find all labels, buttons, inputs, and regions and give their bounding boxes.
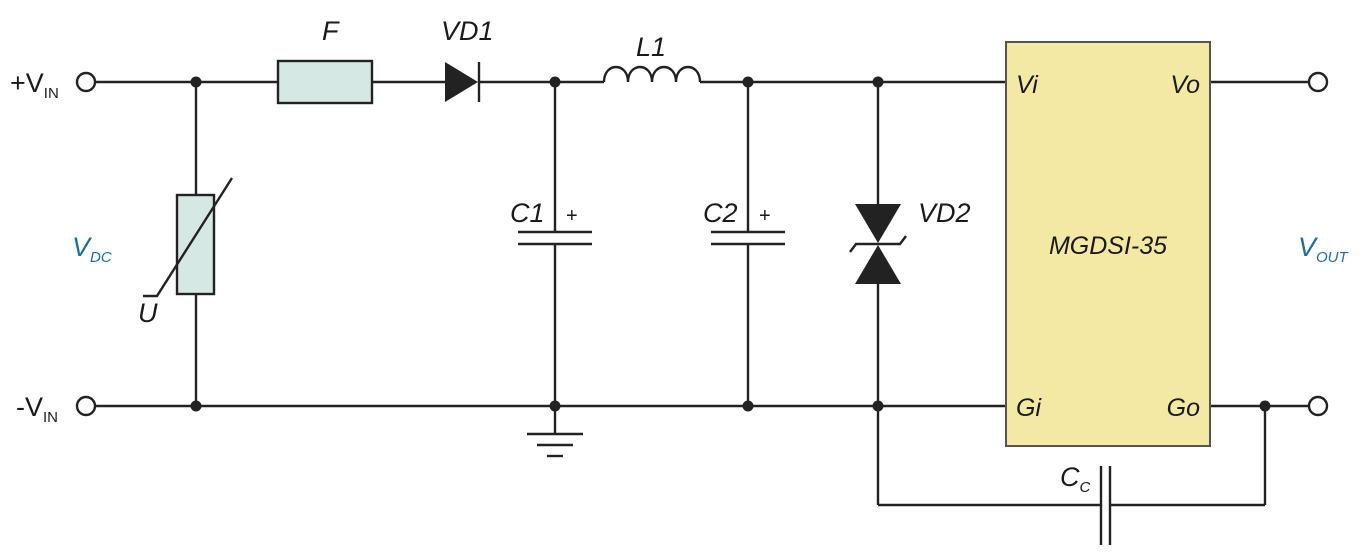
varistor-slash xyxy=(143,177,234,298)
junctions xyxy=(190,76,1271,412)
label-c1-plus: + xyxy=(566,205,578,227)
junction-dot xyxy=(190,76,202,88)
pin-vo-label: Vo xyxy=(1170,71,1200,99)
tvs-diode-vd2 xyxy=(849,204,907,284)
dc-dc-module: MGDSI-35 Vi Vo Gi Go xyxy=(1005,41,1211,447)
tvs-triangle-lower xyxy=(855,245,901,284)
capacitor-cc xyxy=(1099,466,1112,545)
tvs-bar xyxy=(849,235,907,253)
terminals xyxy=(75,71,1329,417)
label-c2-plus: + xyxy=(759,205,771,227)
junction-dot xyxy=(742,400,754,412)
varistor-body xyxy=(175,193,216,296)
label-varistor-u: U xyxy=(138,298,158,328)
label-fuse: F xyxy=(322,16,340,46)
junction-dot xyxy=(549,400,561,412)
label-inductor-l1: L1 xyxy=(636,32,666,62)
diode-triangle xyxy=(445,62,478,102)
diode-vd1 xyxy=(445,62,481,102)
label-capacitor-c2: C2 xyxy=(703,198,738,228)
capacitor-c1 xyxy=(518,230,592,246)
label-capacitor-c1: C1 xyxy=(510,198,545,228)
tvs-triangle-upper xyxy=(855,204,901,243)
label-vout: VOUT xyxy=(1298,232,1350,266)
label-capacitor-cc: CC xyxy=(1060,462,1091,496)
junction-dot xyxy=(872,76,884,88)
junction-dot xyxy=(872,400,884,412)
capacitor-c2 xyxy=(711,230,785,246)
fuse xyxy=(276,59,374,105)
label-vin-minus: -VIN xyxy=(16,392,58,426)
label-vin-plus: +VIN xyxy=(10,68,59,102)
junction-dot xyxy=(1259,400,1271,412)
junction-dot xyxy=(742,76,754,88)
terminal-vout-minus xyxy=(1307,395,1329,417)
label-tvs-vd2: VD2 xyxy=(918,198,971,228)
junction-dot xyxy=(190,400,202,412)
terminal-vout-plus xyxy=(1307,71,1329,93)
pin-vi-label: Vi xyxy=(1016,71,1039,99)
junction-dot xyxy=(549,76,561,88)
varistor-u xyxy=(143,177,234,298)
module-body xyxy=(1005,41,1211,447)
terminal-vin-minus xyxy=(75,395,97,417)
label-vdc: VDC xyxy=(72,232,112,266)
pin-go-label: Go xyxy=(1167,394,1200,422)
module-name: MGDSI-35 xyxy=(1049,232,1167,260)
labels: +VIN -VIN VDC VOUT F VD1 L1 C1 + C2 + VD… xyxy=(10,16,1350,496)
ground-icon xyxy=(527,432,583,458)
terminal-vin-plus xyxy=(75,71,97,93)
label-diode-vd1: VD1 xyxy=(441,16,494,46)
pin-gi-label: Gi xyxy=(1016,394,1042,422)
inductor-l1 xyxy=(602,65,702,83)
